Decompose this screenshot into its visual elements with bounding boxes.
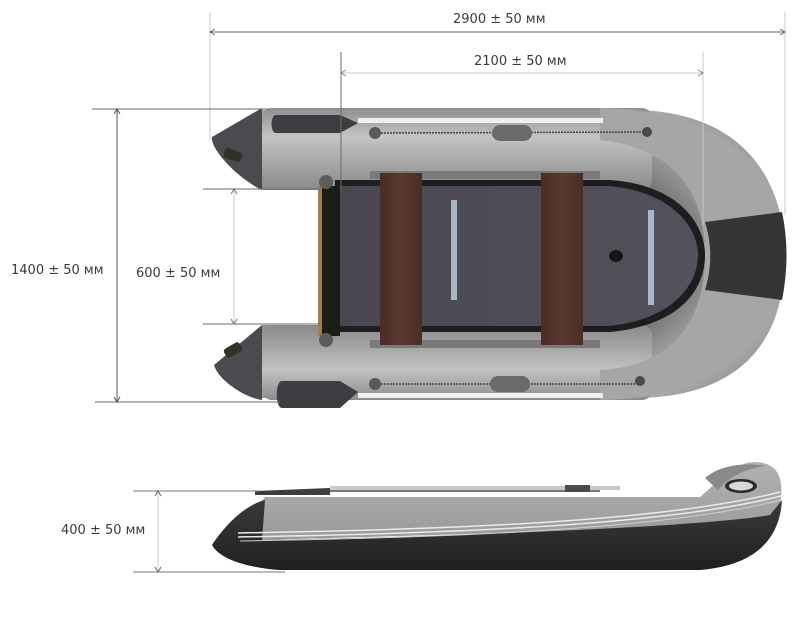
overall-width-label: 1400 ± 50 мм (11, 263, 104, 278)
inner-width-label: 600 ± 50 мм (136, 266, 221, 281)
tube-height-label: 400 ± 50 мм (61, 523, 146, 538)
dimension-lines (92, 12, 786, 573)
top-view (211, 108, 787, 408)
seat-rear (380, 173, 422, 345)
overall-length-label: 2900 ± 50 мм (453, 12, 546, 27)
inner-length-label: 2100 ± 50 мм (474, 54, 567, 69)
side-view (212, 462, 782, 570)
seat-front (541, 173, 583, 345)
